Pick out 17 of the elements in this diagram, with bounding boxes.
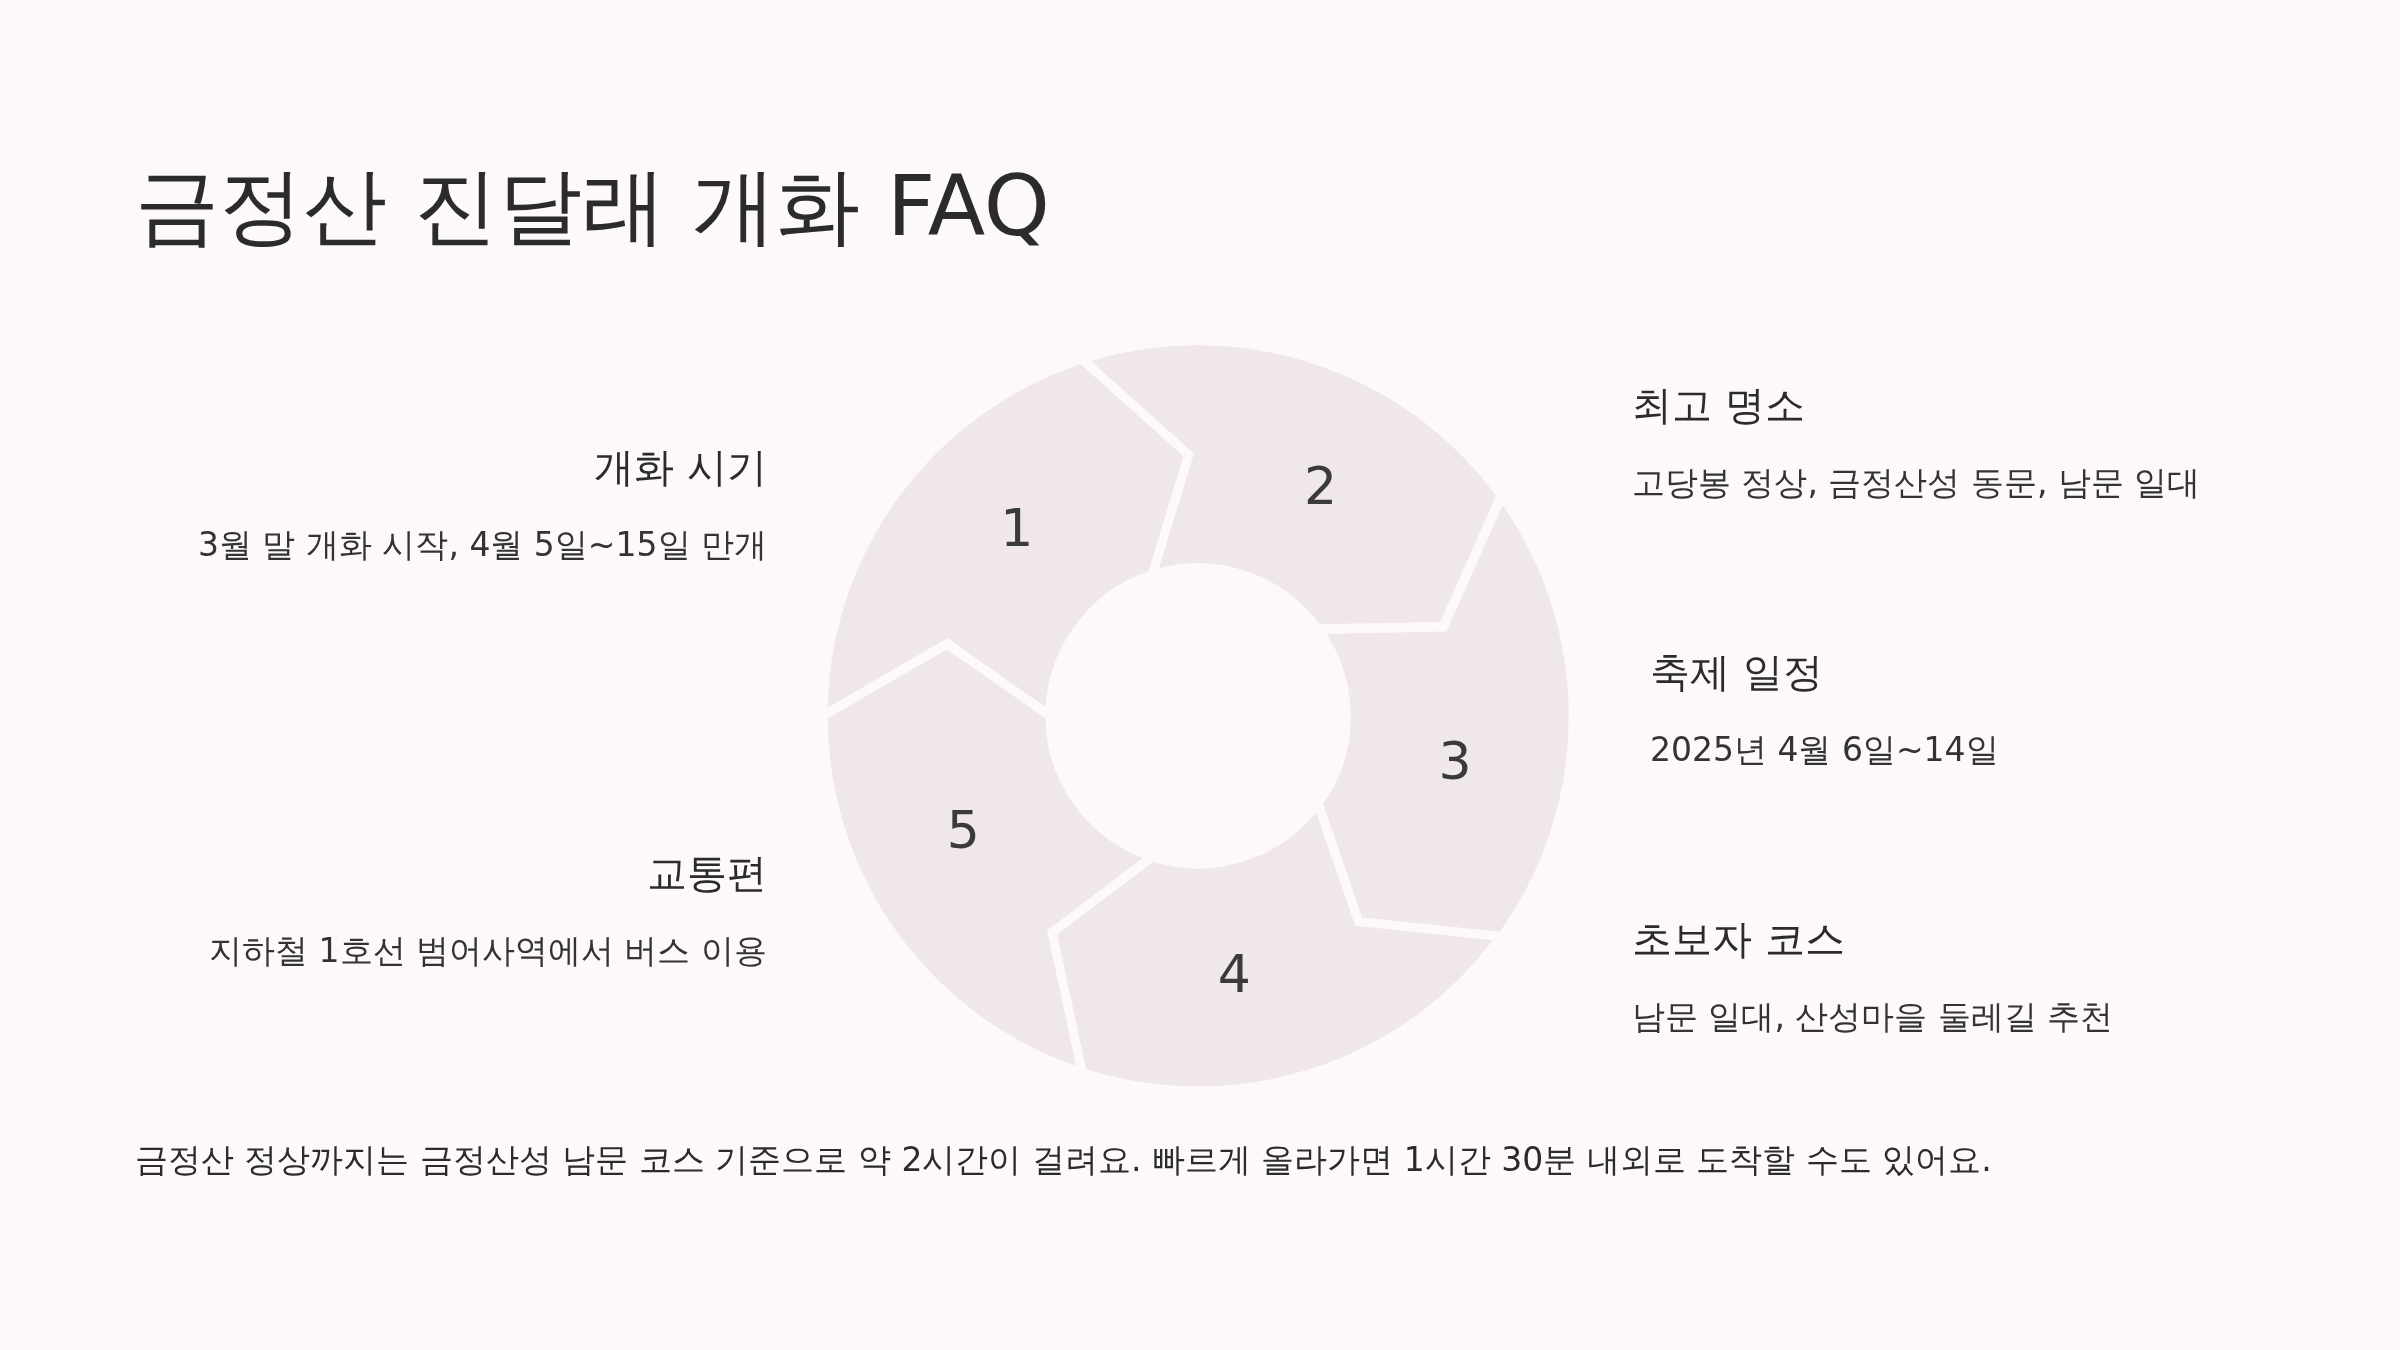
step-number: 3	[1438, 731, 1472, 792]
faq-answer: 남문 일대, 산성마을 둘레길 추천	[1632, 996, 2114, 1038]
step-number: 1	[1000, 498, 1034, 559]
faq-heading: 최고 명소	[1632, 381, 1806, 430]
faq-heading: 초보자 코스	[1632, 915, 1846, 964]
step-number: 4	[1217, 944, 1251, 1005]
title: 금정산 진달래 개화 FAQ	[135, 156, 1050, 257]
step-number: 2	[1303, 455, 1338, 516]
faq-heading: 교통편	[646, 849, 767, 898]
faq-answer: 고당봉 정상, 금정산성 동문, 남문 일대	[1632, 462, 2201, 504]
step-number: 5	[946, 800, 980, 861]
faq-answer: 지하철 1호선 범어사역에서 버스 이용	[209, 930, 767, 972]
faq-heading: 축제 일정	[1650, 648, 1824, 697]
faq-answer: 2025년 4월 6일~14일	[1650, 729, 1999, 771]
faq-heading: 개화 시기	[593, 443, 767, 492]
caption: 금정산 정상까지는 금정산성 남문 코스 기준으로 약 2시간이 걸려요. 빠르게 올라가면 1시간 30분 내외로 도착할 수도 있어요.	[135, 1139, 1992, 1181]
faq-answer: 3월 말 개화 시작, 4월 5일~15일 만개	[197, 524, 767, 566]
